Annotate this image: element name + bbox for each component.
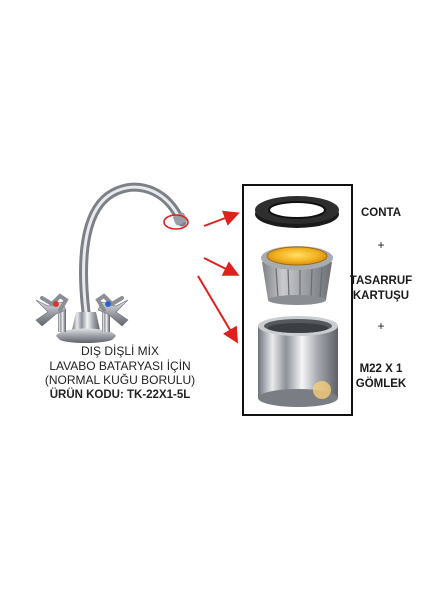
saving-cartridge-icon	[261, 246, 333, 305]
faucet-illustration	[35, 182, 189, 343]
aerator-highlight-circle	[163, 214, 189, 230]
cartridge-label-line-2: KARTUŞU	[352, 290, 410, 302]
plus-sign-2: +	[377, 319, 385, 333]
gasket-ring-icon	[255, 196, 339, 228]
sleeve-label-line-2: GÖMLEK	[355, 378, 407, 390]
product-caption: DIŞ DİŞLİ MİX LAVABO BATARYASI İÇİN (NOR…	[20, 344, 220, 402]
red-arrow-icon	[197, 210, 240, 344]
cartridge-label-line-1: TASARRUF	[349, 275, 413, 287]
caption-line-3: (NORMAL KUĞU BORULU)	[44, 373, 196, 387]
sleeve-label-line-1: M22 X 1	[359, 363, 403, 375]
chrome-sleeve-icon	[258, 316, 338, 407]
parts-frame	[242, 184, 353, 416]
caption-line-2: LAVABO BATARYASI İÇİN	[49, 358, 191, 373]
product-code: ÜRÜN KODU: TK-22X1-5L	[49, 388, 191, 401]
right-cross-handle	[95, 293, 129, 332]
cartridge-label: TASARRUF KARTUŞU	[338, 274, 424, 304]
caption-line-1: DIŞ DİŞLİ MİX	[80, 344, 160, 358]
sleeve-label: M22 X 1 GÖMLEK	[338, 362, 424, 392]
left-cross-handle	[35, 293, 69, 332]
gasket-label: CONTA	[360, 207, 402, 219]
plus-sign-1: +	[377, 238, 385, 252]
